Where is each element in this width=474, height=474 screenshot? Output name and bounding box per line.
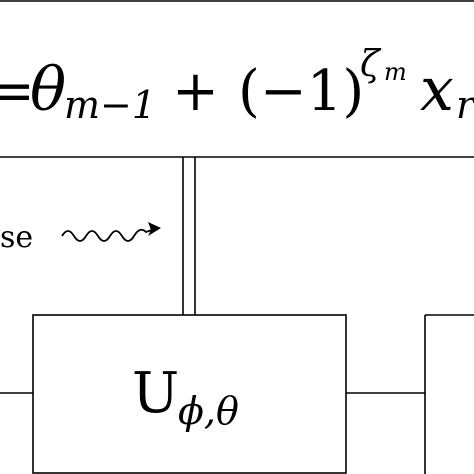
unitary-gate-subscript: ϕ,θ xyxy=(178,389,239,433)
unitary-gate-box xyxy=(32,314,347,474)
wavy-arrow xyxy=(61,228,153,242)
formula-zeta: ζ xyxy=(360,44,382,85)
formula-x-subscript: r xyxy=(456,83,474,127)
formula-minus-one: (−1) xyxy=(238,59,364,124)
phase-label: se xyxy=(0,220,33,255)
formula-equals-sign: = xyxy=(0,59,35,124)
formula-theta-subscript: m−1 xyxy=(64,83,156,127)
formula-zeta-subscript: m xyxy=(384,58,407,86)
formula-x: x xyxy=(420,55,454,125)
formula-theta: θ xyxy=(30,55,66,125)
wavy-arrow-head xyxy=(148,222,161,236)
unitary-gate-letter: U xyxy=(132,361,179,426)
formula-plus-sign: + xyxy=(172,59,219,124)
